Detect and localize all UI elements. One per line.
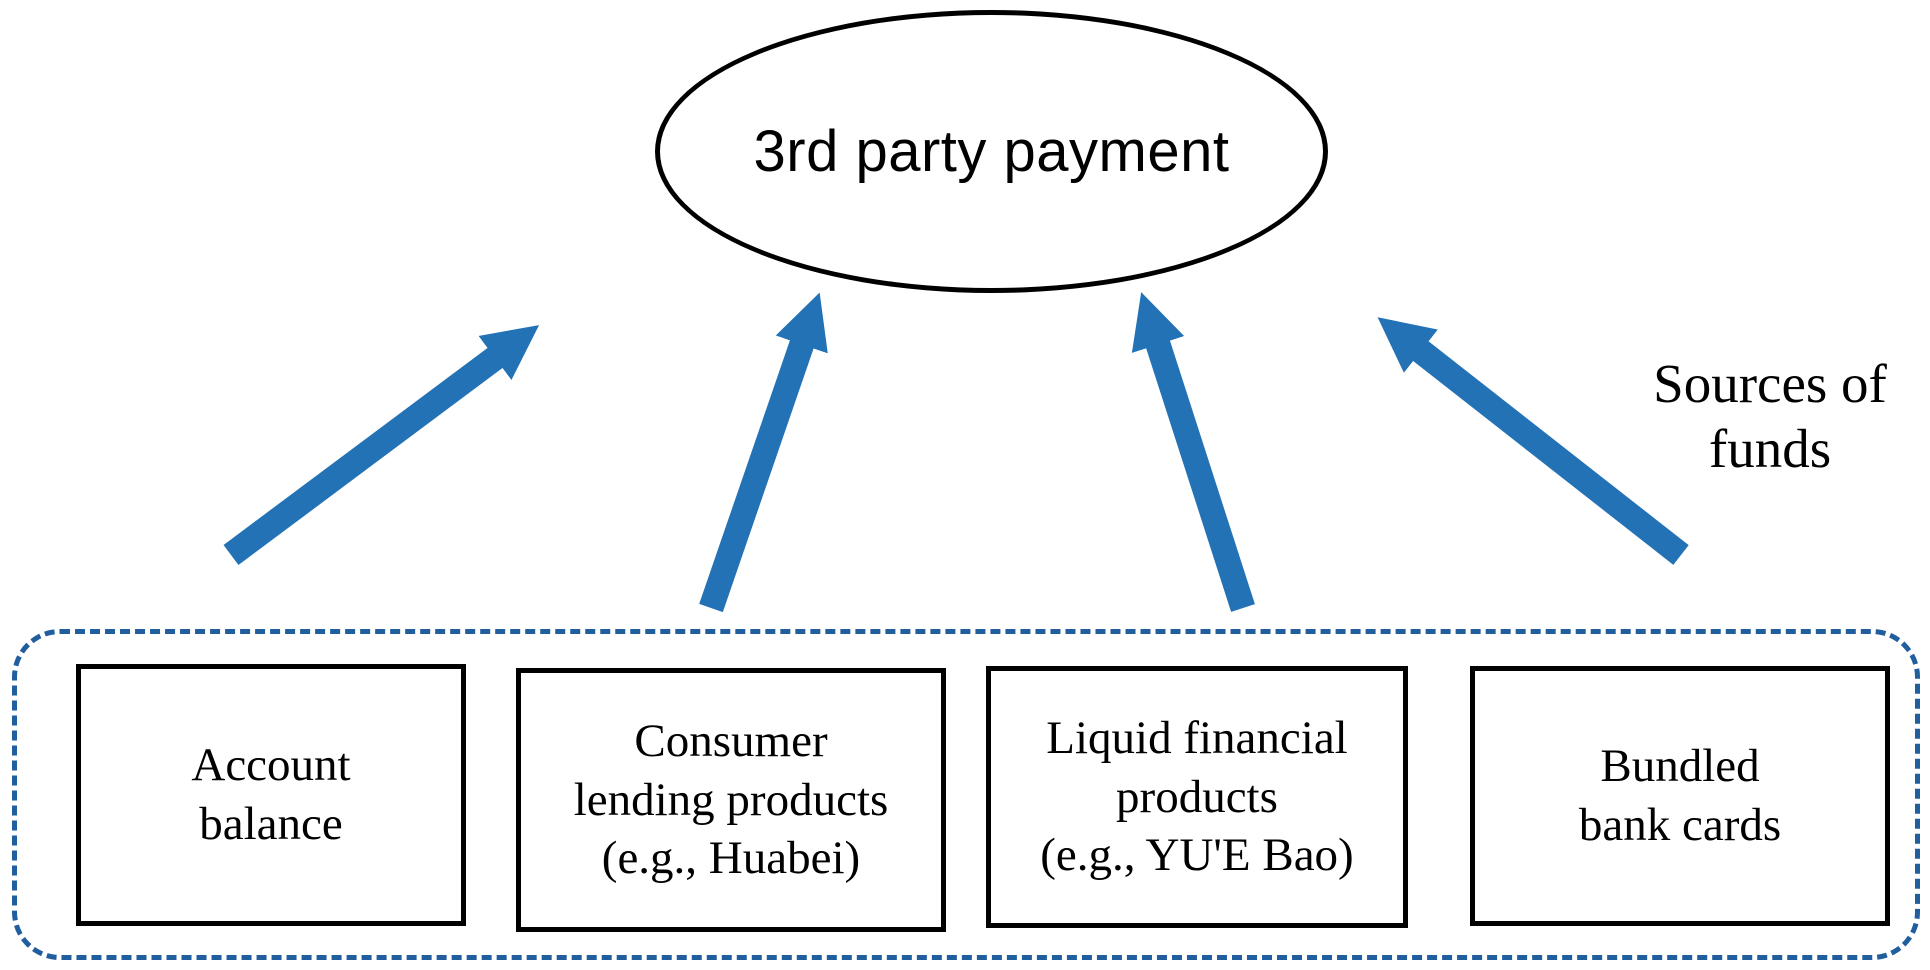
arrow-from-account-balance [223, 325, 540, 566]
source-box-label: Consumer lending products (e.g., Huabei) [573, 714, 889, 885]
source-box-account-balance: Account balance [76, 664, 466, 926]
source-box-liquid-financial: Liquid financial products (e.g., YU'E Ba… [986, 666, 1408, 928]
node-title: 3rd party payment [753, 119, 1230, 184]
sources-container: Account balance Consumer lending product… [12, 629, 1920, 960]
source-box-label: Account balance [191, 739, 351, 850]
source-box-label: Bundled bank cards [1578, 740, 1782, 851]
arrow-from-consumer-lending [699, 292, 828, 613]
arrow-from-liquid-financial [1131, 292, 1255, 612]
third-party-payment-node: 3rd party payment [655, 10, 1328, 293]
arrow-from-bank-cards [1377, 317, 1689, 565]
source-box-label: Liquid financial products (e.g., YU'E Ba… [1040, 711, 1354, 882]
source-box-bundled-bank-cards: Bundled bank cards [1470, 666, 1890, 926]
sources-of-funds-label: Sources of funds [1653, 353, 1887, 479]
source-box-consumer-lending: Consumer lending products (e.g., Huabei) [516, 668, 946, 932]
